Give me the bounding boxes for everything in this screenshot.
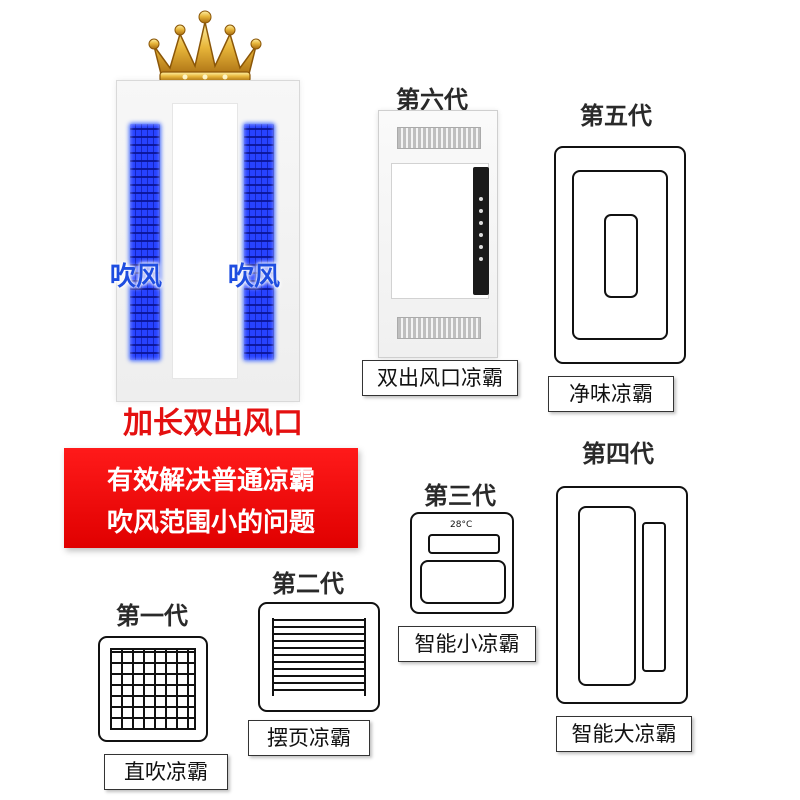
left-air-outlet — [130, 124, 160, 360]
blow-label-left: 吹风 — [110, 262, 163, 292]
gen3-top-module — [428, 534, 500, 554]
featured-headline: 加长双出风口 — [123, 406, 303, 441]
promo-banner: 有效解决普通凉霸 吹风范围小的问题 — [64, 448, 358, 548]
gen6-title: 第六代 — [396, 86, 468, 114]
gen1-caption: 直吹凉霸 — [104, 754, 228, 790]
gen6-top-vent — [397, 127, 481, 149]
gen2-title: 第二代 — [272, 570, 344, 598]
gen3-caption: 智能小凉霸 — [398, 626, 536, 662]
banner-line-1: 有效解决普通凉霸 — [106, 466, 315, 496]
blow-label-right: 吹风 — [228, 262, 281, 292]
gen6-bottom-vent — [397, 317, 481, 339]
gen2-device-outline — [258, 602, 380, 712]
gen4-main-panel — [578, 506, 636, 686]
gen3-bottom-module — [420, 560, 506, 604]
gen4-title: 第四代 — [582, 440, 654, 468]
gen1-grille — [110, 648, 196, 730]
crown-icon — [148, 10, 262, 83]
gen4-caption: 智能大凉霸 — [556, 716, 692, 752]
gen2-louver-vents — [272, 618, 366, 696]
gen6-product-image — [378, 110, 498, 358]
gen3-device-outline: 28°C — [410, 512, 514, 614]
gen4-side-panel — [642, 522, 666, 672]
gen1-device-outline — [98, 636, 208, 742]
gen5-title: 第五代 — [580, 102, 652, 130]
featured-center-panel — [172, 103, 238, 379]
gen6-caption: 双出风口凉霸 — [362, 360, 518, 396]
gen6-control-strip — [473, 167, 489, 295]
gen5-device-outline — [554, 146, 686, 364]
gen3-title: 第三代 — [424, 482, 496, 510]
banner-line-2: 吹风范围小的问题 — [106, 508, 315, 538]
right-air-outlet — [244, 124, 274, 360]
gen1-title: 第一代 — [116, 602, 188, 630]
gen5-center-module — [604, 214, 638, 298]
gen5-caption: 净味凉霸 — [548, 376, 674, 412]
gen3-temp-display: 28°C — [450, 520, 473, 530]
gen4-device-outline — [556, 486, 688, 704]
gen2-caption: 摆页凉霸 — [248, 720, 370, 756]
